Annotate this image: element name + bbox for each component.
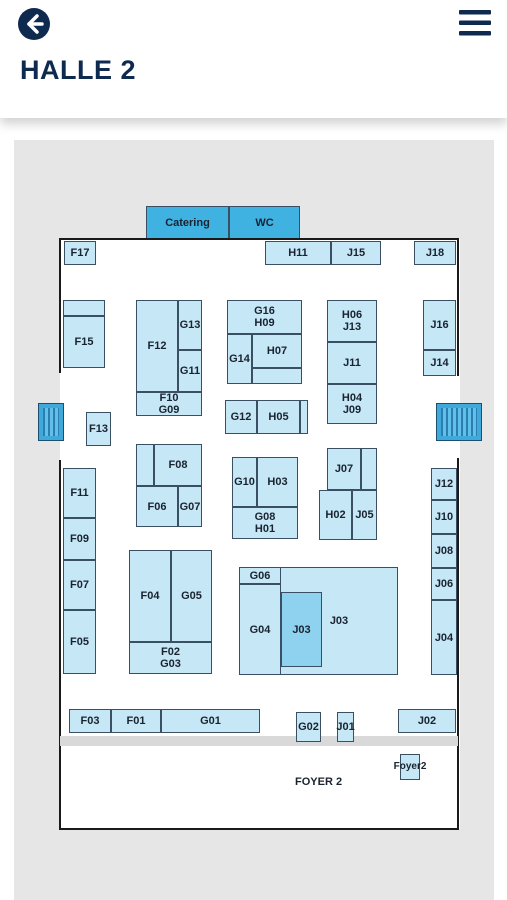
stand-j18[interactable]: J18 [414,241,456,265]
stand-j16[interactable]: J16 [423,300,456,350]
stand-j03-label: J03 [329,615,349,627]
stand-j08[interactable]: J08 [431,534,457,568]
stand-j02[interactable]: J02 [398,709,456,733]
west-wall-lower [59,460,61,830]
stand-h04-j09[interactable]: H04 J09 [327,384,377,424]
menu-button[interactable] [457,6,493,40]
stand-f08-side[interactable] [136,444,154,486]
hamburger-menu-icon [459,10,491,36]
stand-f11[interactable]: F11 [63,468,96,518]
stand-f08[interactable]: F08 [154,444,202,486]
stand-j05[interactable]: J05 [352,490,377,540]
stand-f12[interactable]: F12 [136,300,178,392]
stand-f15-top[interactable] [63,300,105,316]
stand-foyer2[interactable]: Foyer2 [394,754,426,780]
stand-f10-g09[interactable]: F10 G09 [136,392,202,416]
stand-g11[interactable]: G11 [178,350,202,392]
south-wall [59,828,459,830]
stand-f02-g03[interactable]: F02 G03 [129,642,212,674]
stand-g16-h09[interactable]: G16 H09 [227,300,302,334]
stand-f17[interactable]: F17 [64,241,96,265]
arrow-left-icon [18,8,50,40]
stand-f03[interactable]: F03 [69,709,111,733]
stand-j12[interactable]: J12 [431,468,457,500]
stand-h07-lower[interactable] [252,368,302,384]
west-wall-upper [59,238,61,373]
stand-f09[interactable]: F09 [63,518,96,560]
stand-h07[interactable]: H07 [252,334,302,368]
stand-h06-j13[interactable]: H06 J13 [327,300,377,342]
stand-j14[interactable]: J14 [423,350,456,376]
stand-f13[interactable]: F13 [86,412,111,446]
stand-g06[interactable]: G06 [239,567,281,584]
foyer-divider [60,736,458,746]
stand-j07-side[interactable] [361,448,377,490]
stand-g10[interactable]: G10 [232,457,257,507]
foyer-label: FOYER 2 [295,776,343,788]
east-wall-upper [457,238,459,376]
stand-g12[interactable]: G12 [225,400,257,434]
stand-f04[interactable]: F04 [129,550,171,642]
stairs-east [436,403,482,441]
wc-area[interactable]: WC [229,206,300,239]
stand-j10[interactable]: J10 [431,500,457,534]
stand-f01[interactable]: F01 [111,709,161,733]
stand-f15[interactable]: F15 [63,316,105,368]
stand-f05[interactable]: F05 [63,610,96,674]
stand-g14[interactable]: G14 [227,334,252,384]
stand-g13[interactable]: G13 [178,300,202,350]
stand-g01[interactable]: G01 [161,709,260,733]
back-button[interactable] [16,6,52,42]
stand-h05-side[interactable] [300,400,308,434]
east-wall-lower [457,458,459,830]
stand-h02[interactable]: H02 [319,490,352,540]
stand-g02[interactable]: G02 [296,712,321,742]
stand-j03-inner[interactable]: J03 [281,592,322,667]
page-title: HALLE 2 [20,55,137,85]
stand-j01[interactable]: J01 [336,712,355,742]
stand-h05[interactable]: H05 [257,400,300,434]
stand-h11[interactable]: H11 [265,241,331,265]
stand-g08-h01[interactable]: G08 H01 [232,507,298,539]
stand-f07[interactable]: F07 [63,560,96,610]
stand-j06[interactable]: J06 [431,568,457,600]
stand-j07[interactable]: J07 [327,448,361,490]
north-wall [59,238,459,240]
stand-g04[interactable]: G04 [239,584,281,675]
stand-f06[interactable]: F06 [136,486,178,527]
stand-j11[interactable]: J11 [327,342,377,384]
stand-j04[interactable]: J04 [431,600,457,675]
app-header: HALLE 2 [0,0,507,118]
catering-area[interactable]: Catering [146,206,229,239]
stand-g07[interactable]: G07 [178,486,202,527]
stairs-west [38,403,64,441]
stand-j15[interactable]: J15 [331,241,381,265]
stand-g05[interactable]: G05 [171,550,212,642]
stand-h03[interactable]: H03 [257,457,298,507]
